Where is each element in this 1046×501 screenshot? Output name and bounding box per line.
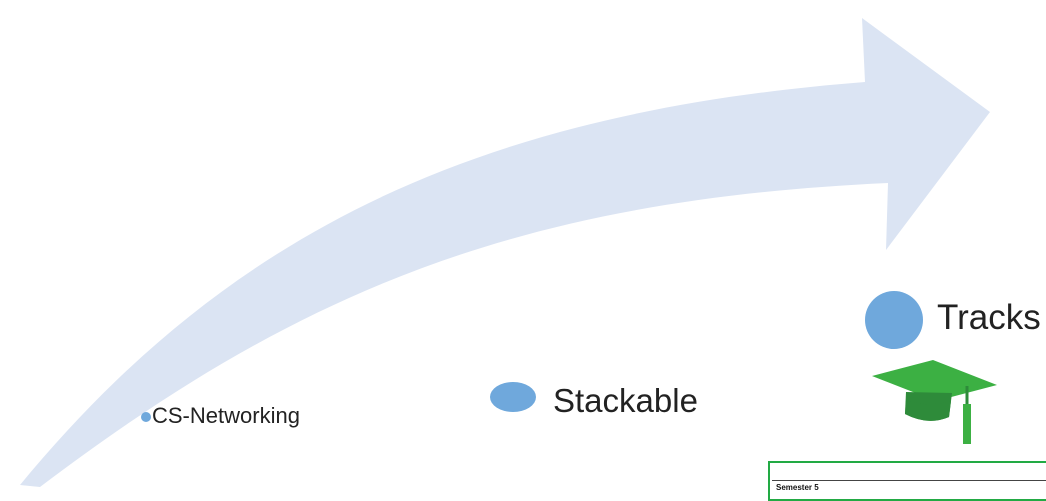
- stage-bullet-tracks: [865, 291, 923, 349]
- stage-label-tracks: Tracks: [937, 298, 1041, 337]
- document-heading: Semester 5: [776, 483, 819, 492]
- curved-progress-arrow: [20, 18, 990, 487]
- stage-bullet-networking: [141, 412, 151, 422]
- stage-bullet-stackable: [490, 382, 536, 412]
- graduation-cap-icon: [872, 360, 997, 444]
- stage-label-stackable: Stackable: [553, 382, 698, 419]
- document-preview: Semester 5: [768, 461, 1046, 501]
- progress-diagram: [20, 18, 997, 487]
- stage-label-networking: CS-Networking: [152, 403, 300, 428]
- document-rule: [772, 480, 1046, 481]
